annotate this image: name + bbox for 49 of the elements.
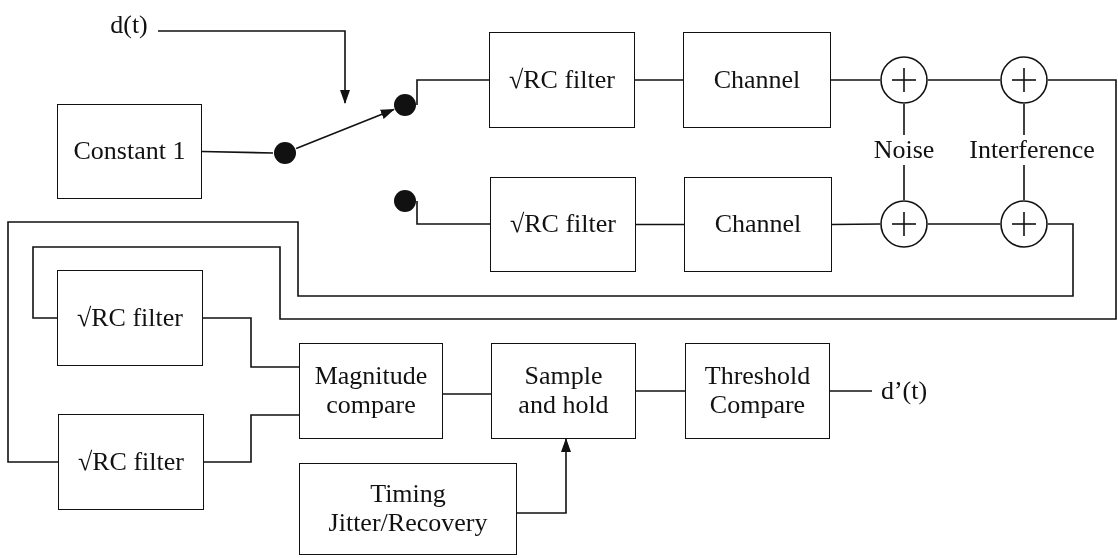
filter-box: [57, 270, 203, 366]
signal-label: Noise: [864, 135, 944, 165]
signal-line: [416, 200, 491, 225]
block-label: Timing Jitter/Recovery: [327, 480, 489, 538]
block-label: √RC filter: [78, 447, 184, 477]
signal-line: [829, 390, 873, 392]
signal-line: [831, 223, 881, 226]
signal-line: [203, 414, 300, 463]
signal-line: [830, 79, 881, 81]
signal-line: [7, 221, 1074, 463]
block-label: Magnitude compare: [313, 362, 429, 420]
block-label: √RC filter: [77, 303, 183, 333]
channel-box: [683, 32, 831, 128]
signal-line: [635, 223, 685, 226]
comparator-box: [299, 343, 443, 439]
signal-line: [202, 317, 300, 368]
arrow: [157, 30, 350, 104]
filter-box: [58, 414, 204, 510]
filter-box: [489, 32, 635, 128]
filter-box: [490, 177, 636, 272]
timing-box: [299, 463, 517, 555]
block-label: Channel: [714, 210, 802, 239]
sample-hold-box: [491, 343, 636, 439]
block-label: Threshold Compare: [703, 362, 812, 420]
signal-line: [927, 79, 1001, 81]
signal-line: [927, 223, 1001, 225]
signal-line: [416, 79, 490, 106]
signal-label: d(t): [100, 10, 158, 40]
signal-line: [635, 390, 686, 392]
arrow: [516, 438, 571, 514]
block-label: √RC filter: [510, 210, 616, 239]
signal-line: [634, 79, 684, 81]
comparator-box: [685, 343, 830, 439]
signal-line: [1023, 103, 1025, 136]
block-label: Constant 1: [73, 137, 186, 166]
signal-label: Interference: [950, 135, 1114, 165]
block-label: √RC filter: [509, 65, 615, 95]
arrow: [295, 108, 395, 150]
signal-line: [903, 103, 905, 136]
channel-box: [684, 177, 832, 272]
block-label: Sample and hold: [517, 362, 610, 420]
block-label: Channel: [713, 65, 801, 95]
signal-line: [903, 164, 905, 201]
signal-line: [442, 393, 492, 395]
signal-line: [201, 150, 274, 154]
signal-line: [32, 79, 1117, 320]
signal-label: d’(t): [872, 375, 936, 407]
source-box: [57, 104, 202, 199]
signal-line: [1023, 164, 1025, 201]
